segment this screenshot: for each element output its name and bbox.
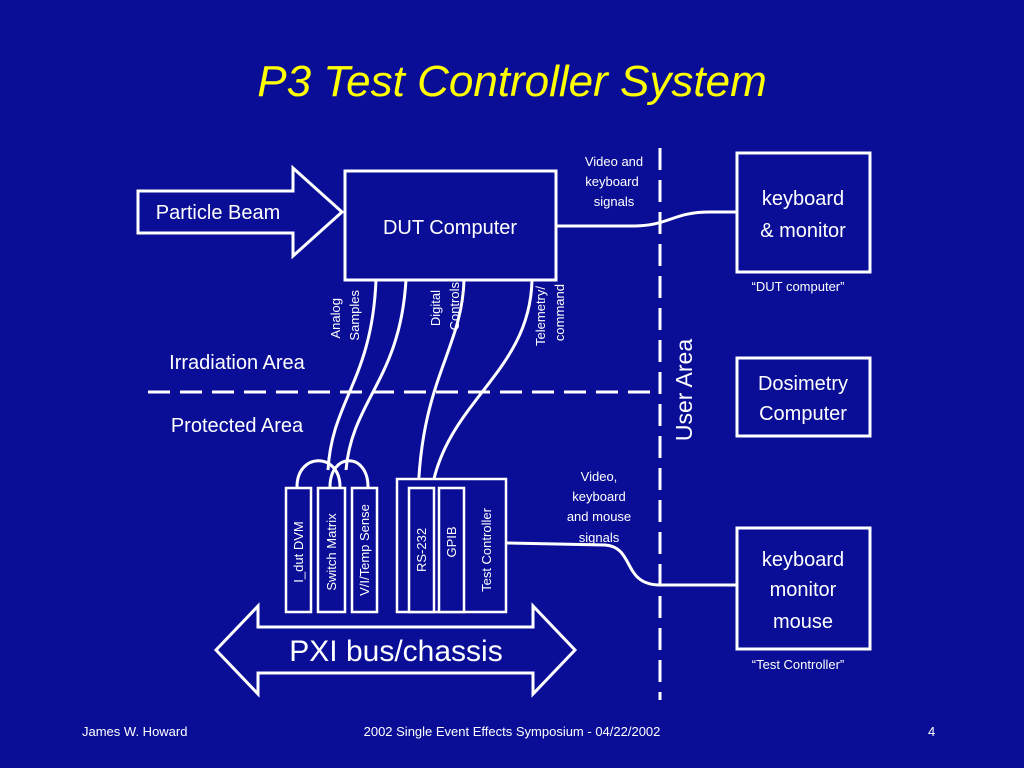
kmm-caption: “Test Controller”: [752, 657, 844, 672]
module-gpib-label: GPIB: [444, 526, 459, 557]
module-vit-sense-label: V/I/Temp Sense: [357, 504, 372, 596]
telemetry-label-line2: command: [552, 284, 567, 341]
dosimetry-computer-box: [735, 356, 872, 438]
kmm-line1: keyboard: [762, 549, 844, 571]
telemetry-cable: [430, 279, 534, 489]
dosimetry-line1: Dosimetry: [758, 373, 848, 395]
dut-computer-box: [343, 169, 558, 282]
jumper-arc-left: [295, 459, 342, 488]
keyboard-monitor-box: [735, 151, 872, 274]
jumper-arc-right: [328, 459, 370, 488]
dosimetry-line2: Computer: [759, 403, 847, 425]
module-test-controller-label: Test Controller: [479, 507, 494, 591]
analog-label-line2: Samples: [347, 290, 362, 341]
module-idut-dvm-label: I_dut DVM: [291, 521, 306, 582]
keyboard-monitor-line2: & monitor: [760, 220, 846, 242]
video-cable-top: [556, 210, 737, 228]
digital-controls-cable: [416, 279, 466, 501]
dut-computer-label: DUT Computer: [383, 217, 517, 239]
analog-label-line1: Analog: [328, 298, 343, 338]
module-rs232-label: RS-232: [414, 528, 429, 572]
video-top-line2: keyboard: [585, 174, 638, 189]
module-idut-dvm: [284, 486, 313, 614]
kmm-line3: mouse: [773, 611, 833, 633]
module-rs232: [407, 486, 436, 614]
video-bottom-line3: and mouse: [567, 509, 631, 524]
slide-title: P3 Test Controller System: [257, 57, 767, 106]
module-gpib: [437, 486, 466, 614]
pxi-bus-arrow: [213, 602, 578, 698]
analog-cable-2: [344, 279, 408, 471]
module-vit-sense: [350, 486, 379, 614]
video-bottom-line4: signals: [579, 530, 620, 545]
kmm-line2: monitor: [770, 579, 837, 601]
protected-area-label: Protected Area: [171, 415, 304, 437]
video-top-line3: signals: [594, 194, 635, 209]
keyboard-monitor-caption: “DUT computer”: [752, 279, 845, 294]
analog-cable-1: [326, 279, 378, 471]
video-bottom-line2: keyboard: [572, 489, 625, 504]
video-cable-bottom: [505, 541, 737, 587]
irradiation-area-label: Irradiation Area: [169, 352, 306, 374]
pxi-bus-label: PXI bus/chassis: [289, 635, 502, 668]
telemetry-label-line1: Telemetry/: [533, 286, 548, 346]
video-bottom-line1: Video,: [581, 469, 618, 484]
video-top-line1: Video and: [585, 154, 643, 169]
particle-beam-arrow: [136, 164, 345, 260]
footer-author: James W. Howard: [82, 724, 188, 739]
keyboard-monitor-line1: keyboard: [762, 188, 844, 210]
digital-label-line1: Digital: [428, 290, 443, 326]
footer-event: 2002 Single Event Effects Symposium - 04…: [363, 724, 661, 739]
keyboard-monitor-mouse-box: [735, 526, 872, 651]
digital-label-line2: Controls: [447, 282, 462, 331]
module-switch-matrix-label: Switch Matrix: [324, 513, 339, 591]
footer-page-number: 4: [928, 724, 936, 739]
module-switch-matrix: [316, 486, 347, 614]
particle-beam-label: Particle Beam: [156, 202, 281, 224]
user-area-label: User Area: [671, 339, 697, 441]
